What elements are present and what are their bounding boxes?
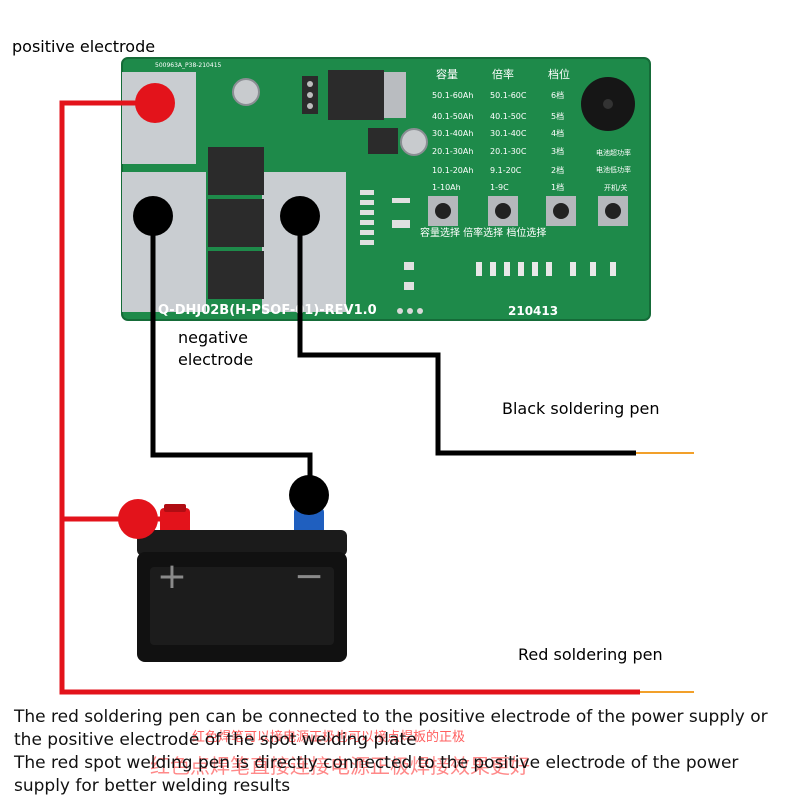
level-column: 6档 5档 4档 3档 2档 1档 (551, 90, 564, 192)
svg-text:30.1-40C: 30.1-40C (490, 129, 527, 138)
black-soldering-pen-label: Black soldering pen (502, 399, 660, 418)
svg-text:9.1-20C: 9.1-20C (490, 166, 522, 175)
svg-text:50.1-60Ah: 50.1-60Ah (432, 91, 473, 100)
table-header-level: 档位 (548, 67, 570, 81)
note-line2: The red spot welding pen is directly con… (14, 753, 739, 796)
negative-connection-dot-left (133, 196, 173, 236)
svg-text:5档: 5档 (551, 111, 564, 121)
negative-connection-dot-right (280, 196, 320, 236)
status-power-switch: 开机/关 (604, 183, 627, 192)
svg-text:30.1-40Ah: 30.1-40Ah (432, 129, 473, 138)
svg-text:40.1-50C: 40.1-50C (490, 112, 527, 121)
negative-electrode-label-line1: negative (178, 328, 248, 347)
rate-column: 50.1-60C 40.1-50C 30.1-40C 20.1-30C 9.1-… (490, 91, 527, 192)
svg-text:4档: 4档 (551, 128, 564, 138)
battery-negative-terminal (294, 508, 324, 536)
board-model-text: Q-DHJ02B(H-PSOF-01)-REV1.0 (158, 303, 377, 318)
svg-text:1-10Ah: 1-10Ah (432, 183, 461, 192)
capacity-column: 50.1-60Ah 40.1-50Ah 30.1-40Ah 20.1-30Ah … (432, 91, 473, 192)
svg-text:3档: 3档 (551, 146, 564, 156)
battery-minus-sign: − (294, 556, 324, 597)
positive-connection-dot (135, 83, 175, 123)
pcb-board: 500963A_P38-210415 Q-DHJ02B(H-PSOF-01)-R… (121, 57, 651, 321)
instruction-notes: The red soldering pen can be connected t… (14, 706, 794, 798)
svg-text:20.1-30Ah: 20.1-30Ah (432, 147, 473, 156)
svg-text:6档: 6档 (551, 90, 564, 100)
svg-text:2档: 2档 (551, 165, 564, 175)
negative-pad-left (122, 172, 206, 312)
table-header-rate: 倍率 (492, 67, 514, 81)
chinese-note-line2: 红色点焊笔直接连接电源正极焊接效果更好 (150, 754, 530, 778)
svg-text:40.1-50Ah: 40.1-50Ah (432, 112, 473, 121)
status-over-power: 电池超功率 (596, 148, 631, 157)
red-wire (59, 83, 694, 695)
svg-text:1档: 1档 (551, 182, 564, 192)
selector-buttons (428, 196, 628, 226)
table-header-capacity: 容量 (436, 67, 458, 81)
svg-text:1-9C: 1-9C (490, 183, 509, 192)
battery-positive-connection-dot (118, 499, 158, 539)
chinese-note-line1: 红色焊笔可以接电源正极也可以接点焊板的正极 (192, 730, 466, 745)
negative-electrode-label-line2: electrode (178, 350, 254, 369)
negative-pad-right (262, 172, 346, 312)
svg-text:10.1-20Ah: 10.1-20Ah (432, 166, 473, 175)
status-low-power: 电池低功率 (596, 165, 631, 174)
battery: + − (137, 504, 347, 662)
battery-plus-sign: + (157, 556, 187, 597)
positive-electrode-label: positive electrode (12, 37, 156, 56)
red-soldering-pen-label: Red soldering pen (518, 645, 663, 664)
battery-negative-connection-dot (289, 475, 329, 515)
board-date-code: 210413 (508, 304, 558, 318)
buttons-caption: 容量选择 倍率选择 档位选择 (420, 226, 546, 239)
black-wires (133, 196, 694, 515)
svg-text:20.1-30C: 20.1-30C (490, 147, 527, 156)
svg-text:50.1-60C: 50.1-60C (490, 91, 527, 100)
board-top-code: 500963A_P38-210415 (155, 62, 222, 69)
note-line1: The red soldering pen can be connected t… (14, 707, 768, 750)
battery-positive-terminal (160, 508, 190, 536)
